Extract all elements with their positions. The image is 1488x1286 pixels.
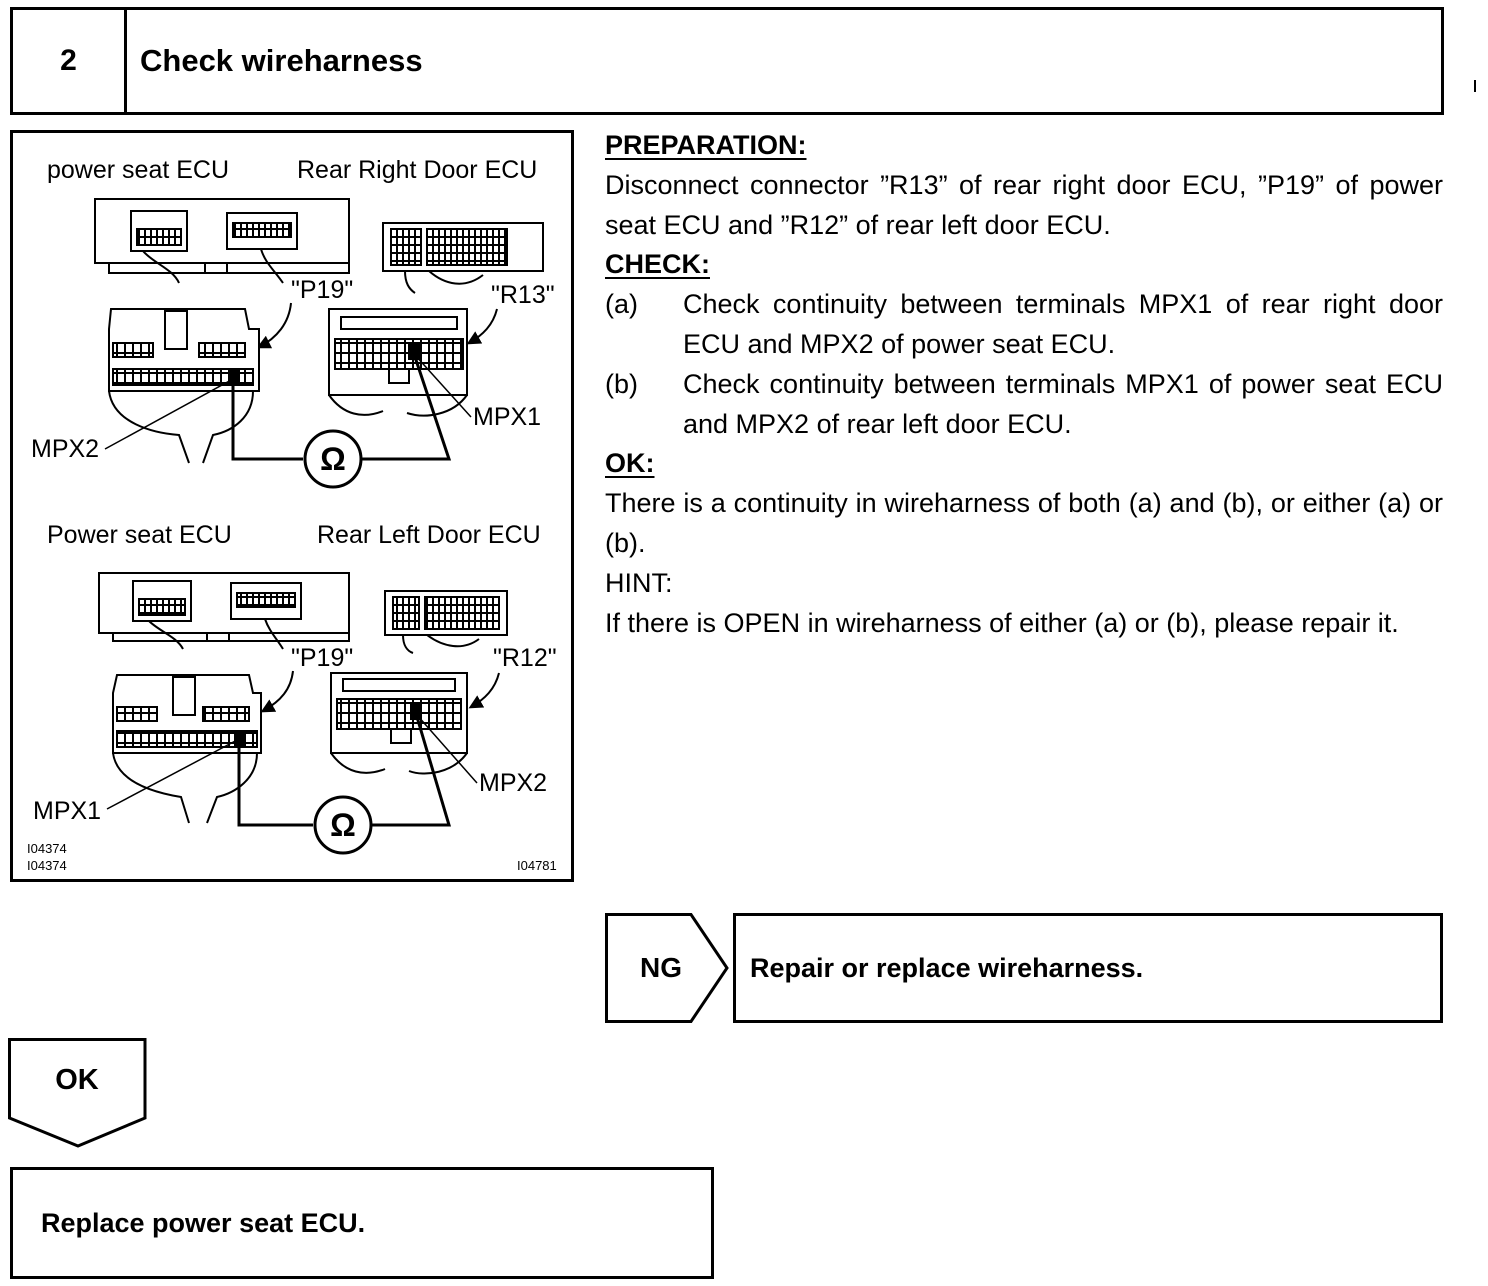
bottom-mpx2-label: MPX2 [479, 769, 547, 797]
hint-heading: HINT: [605, 567, 673, 598]
figure-code-2: I04374 [27, 858, 67, 873]
top-panel: power seat ECU Rear Right Door ECU "P19"… [31, 156, 555, 489]
ok-action-text: Replace power seat ECU. [41, 1207, 366, 1238]
top-mpx2-label: MPX2 [31, 435, 99, 463]
top-ohmmeter-icon [303, 429, 363, 489]
ok-tag-label: OK [55, 1063, 99, 1096]
preparation-heading: PREPARATION: [605, 130, 807, 160]
check-item-b-label: (b) [605, 368, 638, 399]
top-left-ecu-label: power seat ECU [47, 156, 229, 184]
check-item-a-text: Check continuity between terminals MPX1 … [683, 289, 1443, 359]
check-item-b-text: Check continuity between terminals MPX1 … [683, 368, 1443, 439]
check-heading: CHECK: [605, 249, 710, 280]
hint-text: If there is OPEN in wireharness of eithe… [605, 607, 1399, 638]
ng-tag-label: NG [640, 952, 682, 983]
top-ohm-symbol: Ω [320, 441, 346, 477]
bottom-connector-r12-label: "R12" [493, 644, 557, 672]
margin-mark [1474, 80, 1476, 92]
top-mpx1-label: MPX1 [473, 403, 541, 431]
bottom-panel: Power seat ECU Rear Left Door ECU "P19" … [33, 521, 557, 855]
step-header: 2 Check wireharness [10, 7, 1444, 115]
preparation-text: Disconnect connector ”R13” of rear right… [605, 169, 1443, 240]
top-connector-r13-label: "R13" [491, 281, 555, 309]
wiring-figure: power seat ECU Rear Right Door ECU "P19"… [10, 130, 574, 882]
wiring-diagram-illustration: power seat ECU Rear Right Door ECU "P19"… [27, 156, 557, 873]
bottom-mpx1-label: MPX1 [33, 797, 101, 825]
ok-action-box: Replace power seat ECU. [10, 1167, 714, 1279]
bottom-left-ecu-label: Power seat ECU [47, 521, 232, 549]
top-right-ecu-label: Rear Right Door ECU [297, 156, 537, 184]
bottom-ohm-symbol: Ω [330, 807, 356, 843]
check-item-a-label: (a) [605, 289, 638, 320]
ng-action-text: Repair or replace wireharness. [750, 952, 1144, 983]
bottom-right-ecu-label: Rear Left Door ECU [317, 521, 541, 549]
ng-arrow-tag [605, 913, 729, 1023]
bottom-ohmmeter-icon [313, 795, 373, 855]
instruction-text: PREPARATION: Disconnect connector ”R13” … [605, 126, 1443, 643]
check-item-a: (a) Check continuity between terminals M… [605, 285, 1443, 365]
step-number: 2 [13, 10, 127, 112]
figure-code-1: I04374 [27, 841, 67, 856]
top-connector-p19-label: "P19" [291, 276, 353, 304]
ok-text: There is a continuity in wireharness of … [605, 488, 1443, 558]
check-item-b: (b) Check continuity between terminals M… [605, 365, 1443, 445]
figure-code-3: I04781 [517, 858, 557, 873]
step-title: Check wireharness [140, 43, 423, 78]
ok-arrow-tag [8, 1038, 147, 1148]
bottom-connector-p19-label: "P19" [291, 644, 353, 672]
ng-action-box: Repair or replace wireharness. [733, 913, 1443, 1023]
ok-heading: OK: [605, 448, 655, 479]
